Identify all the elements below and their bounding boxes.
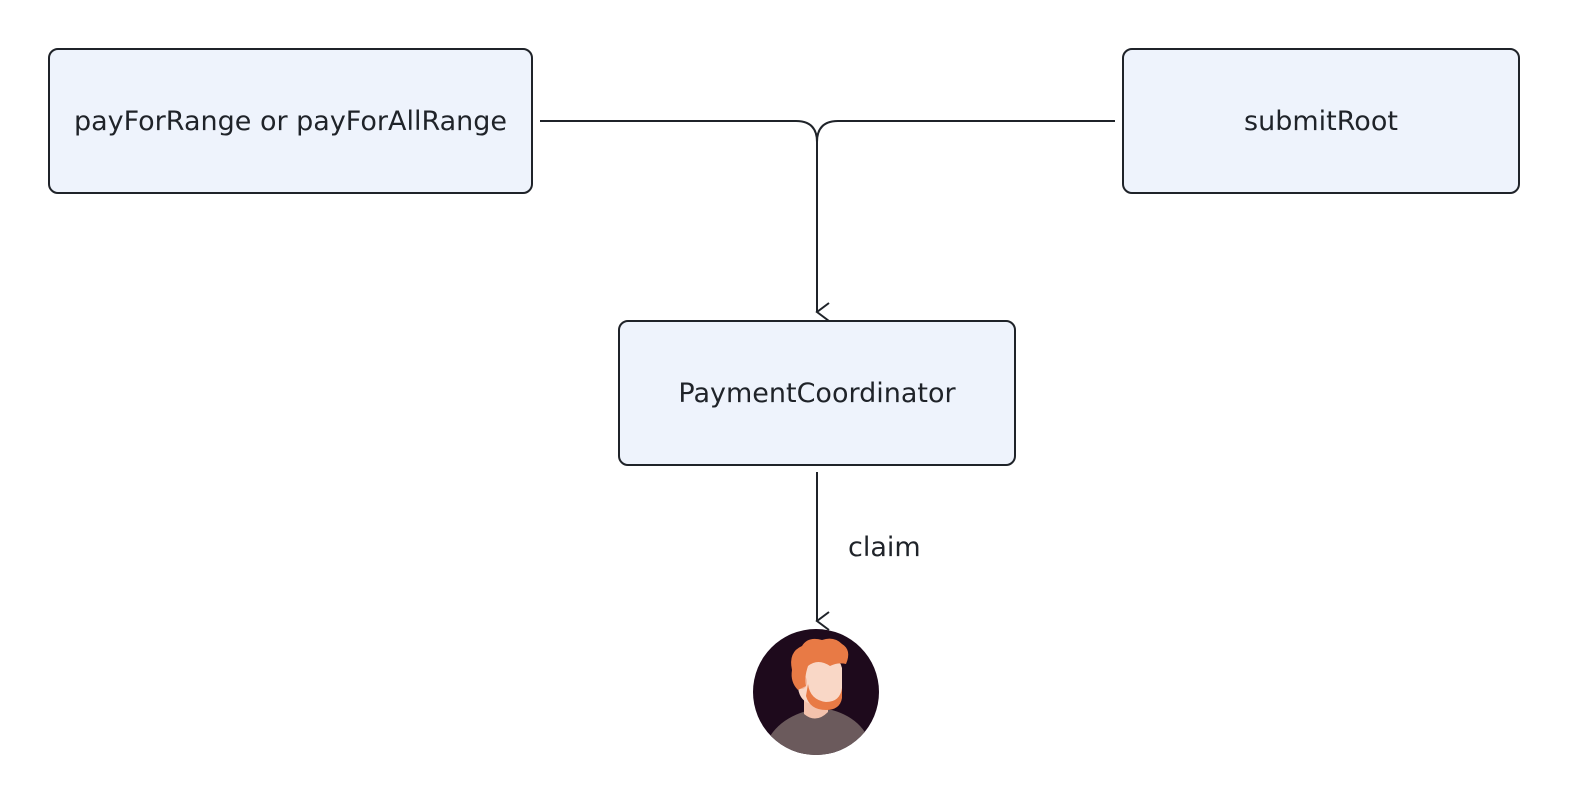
edge-pay-range-to-coordinator [540, 120, 818, 143]
avatar-shirt [762, 710, 874, 755]
user-avatar-icon[interactable] [752, 628, 880, 756]
edge-claim-label: claim [848, 532, 921, 563]
edge-submit-root-to-coordinator [816, 120, 1115, 143]
node-pay-for-range-label: payForRange or payForAllRange [73, 105, 508, 137]
node-payment-coordinator[interactable]: PaymentCoordinator [618, 320, 1016, 466]
node-submit-root-label: submitRoot [1244, 105, 1398, 137]
avatar-beard [806, 684, 842, 710]
avatar-hair [791, 638, 849, 690]
node-payment-coordinator-label: PaymentCoordinator [678, 377, 956, 409]
node-submit-root[interactable]: submitRoot [1122, 48, 1520, 194]
node-pay-for-range[interactable]: payForRange or payForAllRange [48, 48, 533, 194]
